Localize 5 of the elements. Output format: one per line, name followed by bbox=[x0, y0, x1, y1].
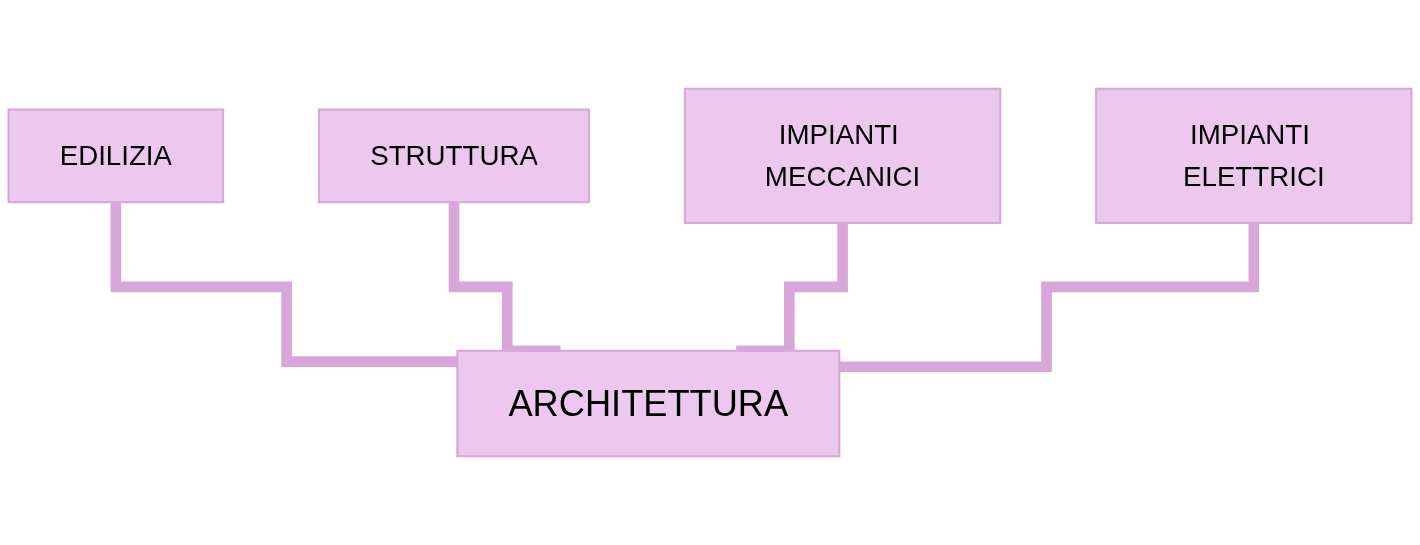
node-box: IMPIANTI MECCANICI bbox=[683, 87, 1002, 225]
node-box: IMPIANTI ELETTRICI bbox=[1095, 87, 1413, 225]
node-box: STRUTTURA bbox=[318, 108, 591, 204]
node-box: EDILIZIA bbox=[7, 108, 225, 204]
node-box: ARCHITETTURA bbox=[456, 349, 841, 458]
